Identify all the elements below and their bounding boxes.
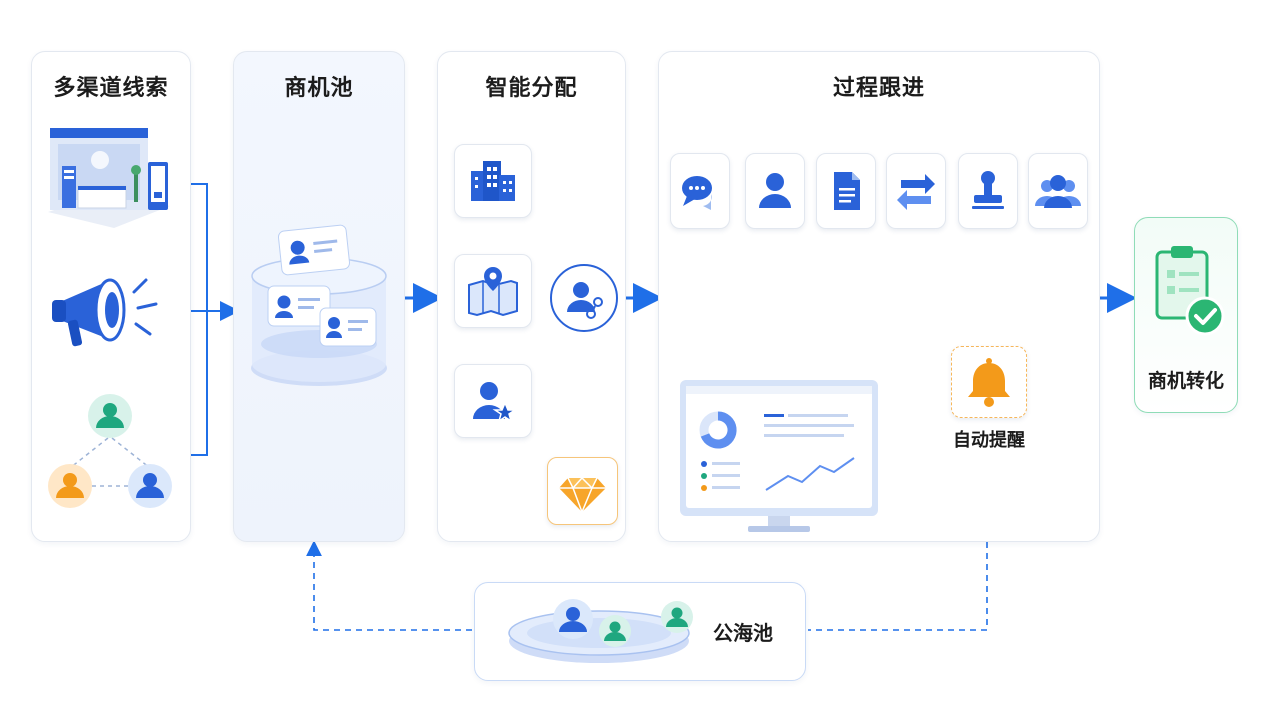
smart-assignment-title: 智能分配	[485, 76, 578, 101]
assignment-hub-icon	[550, 264, 618, 332]
vip-user-card	[454, 364, 532, 438]
clipboard-check-icon	[1155, 246, 1225, 336]
public-pool-icon	[508, 599, 693, 663]
high-value-card	[547, 457, 618, 525]
reminder-label: 自动提醒	[953, 430, 1025, 451]
dashboard-monitor-icon	[680, 380, 878, 532]
building-card	[454, 144, 532, 218]
user-star-icon	[473, 382, 518, 423]
map-card	[454, 254, 532, 328]
document-icon	[834, 172, 860, 210]
team-icon	[1035, 175, 1081, 208]
step-card-transfer	[886, 153, 946, 229]
bell-icon	[968, 358, 1010, 407]
channels-title: 多渠道线索	[53, 76, 169, 101]
opportunity-pool-title: 商机池	[284, 76, 354, 101]
referral-network-icon	[48, 394, 172, 508]
step-card-chat	[670, 153, 730, 229]
public-pool-panel: 公海池	[474, 582, 806, 681]
map-pin-icon	[468, 267, 518, 317]
opportunity-pool-panel: 商机池	[233, 51, 405, 542]
building-icon	[471, 161, 515, 201]
megaphone-icon	[52, 278, 158, 347]
process-title: 过程跟进	[832, 76, 925, 101]
chat-bubble-icon	[682, 176, 712, 210]
exhibition-booth-icon	[48, 128, 170, 228]
step-card-user	[745, 153, 805, 229]
card-pool-icon	[251, 224, 387, 386]
conversion-label: 商机转化	[1147, 370, 1224, 392]
channels-panel: 多渠道线索	[31, 51, 191, 542]
reminder-card	[951, 346, 1027, 418]
step-card-stamp	[958, 153, 1018, 229]
step-card-team	[1028, 153, 1088, 229]
step-card-document	[816, 153, 876, 229]
stamp-icon	[972, 171, 1004, 209]
user-icon	[759, 173, 791, 208]
transfer-arrows-icon	[897, 174, 935, 210]
public-pool-label: 公海池	[713, 621, 773, 645]
diamond-icon	[559, 476, 606, 515]
conversion-panel: 商机转化	[1134, 217, 1238, 413]
